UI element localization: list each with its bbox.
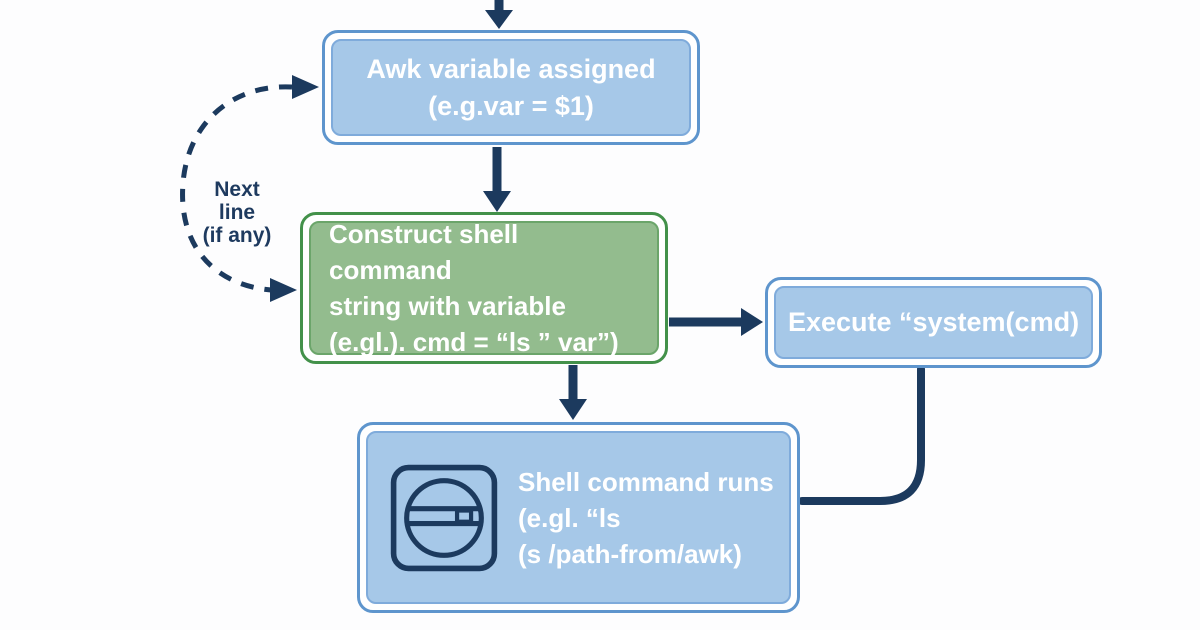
edge-execute-to-shell-elbow <box>798 365 925 505</box>
node-text-line: (e.gl.). cmd = “ls ” var”) <box>329 327 619 357</box>
node-text-line: string with variable <box>329 291 566 321</box>
node-text-line: Construct shell command <box>329 219 519 285</box>
node-shell-command-runs: Shell command runs (e.gl. “ls (s /path-f… <box>357 422 800 613</box>
loop-arrowhead-top <box>292 75 319 99</box>
edge-awk-to-construct-arrow <box>483 147 511 212</box>
node-text-line: Shell command runs <box>518 466 774 497</box>
edge-top-entry-arrow <box>485 0 513 29</box>
edge-construct-to-shell-arrow <box>559 365 587 420</box>
node-awk-variable-assigned: Awk variable assigned (e.g.var = $1) <box>322 30 700 145</box>
terminal-icon <box>390 464 498 571</box>
node-text-line: (e.g.var = $1) <box>428 90 594 121</box>
loop-label: Next line (if any) <box>162 178 312 247</box>
node-text-line: (e.gl. “ls <box>518 502 621 533</box>
node-construct-shell-command: Construct shell command string with vari… <box>300 212 668 364</box>
node-text-line: Execute “system(cmd) <box>787 307 1080 337</box>
node-text-line: Awk variable assigned <box>366 53 656 84</box>
loop-label-line: (if any) <box>202 224 272 247</box>
loop-label-line: Next <box>214 178 260 201</box>
loop-arrowhead-bottom <box>270 278 297 302</box>
loop-label-line: line <box>218 201 256 224</box>
node-execute-system-cmd: Execute “system(cmd) <box>765 277 1102 368</box>
edge-construct-to-execute-arrow <box>669 308 763 336</box>
node-text-line: (s /path-from/awk) <box>518 538 742 569</box>
